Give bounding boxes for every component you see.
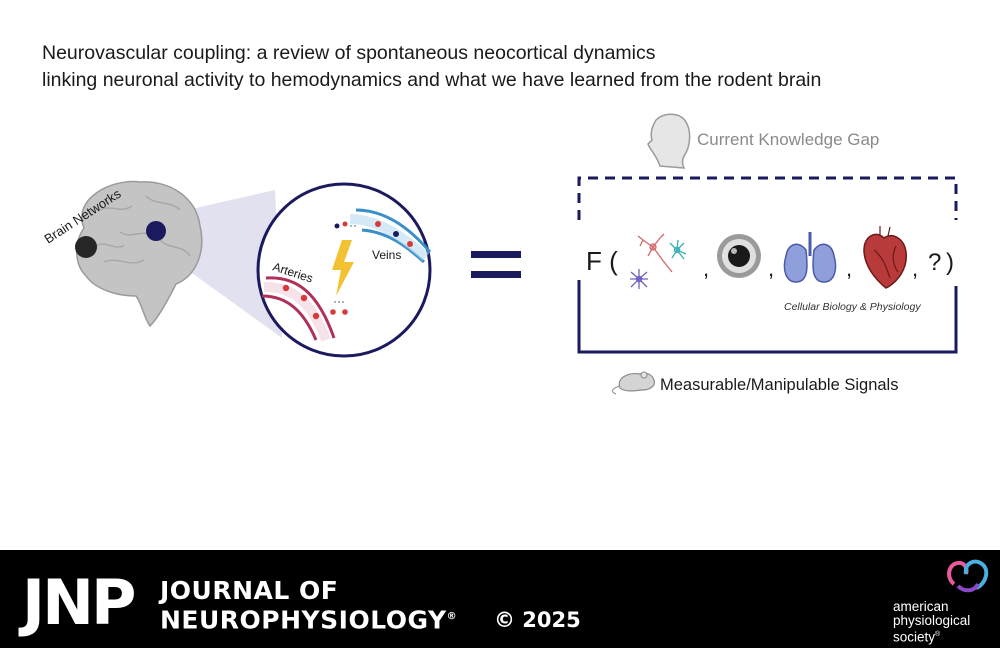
lightning-icon bbox=[332, 240, 354, 296]
knowledge-gap-panel: Current Knowledge Gap F ( , bbox=[577, 113, 958, 395]
equals-sign bbox=[471, 251, 521, 278]
journal-name: JOURNAL OF NEUROPHYSIOLOGY® bbox=[160, 578, 457, 633]
publisher-line-3: society® bbox=[893, 629, 941, 645]
journal-name-line-2: NEUROPHYSIOLOGY® bbox=[160, 605, 458, 635]
head-profile-icon bbox=[647, 113, 691, 169]
signal-molecules bbox=[330, 221, 358, 315]
page-title: Neurovascular coupling: a review of spon… bbox=[42, 40, 821, 94]
solid-bracket bbox=[577, 280, 958, 354]
veins-label: Veins bbox=[372, 248, 401, 262]
graphical-abstract-diagram: Brain Networks Veins Arteries bbox=[41, 113, 958, 395]
neuron-icon bbox=[630, 233, 687, 289]
vein-vessel bbox=[349, 208, 432, 264]
heart-icon bbox=[863, 226, 907, 289]
publisher-line-2: physiological bbox=[893, 613, 971, 628]
separator-4: , bbox=[912, 256, 918, 281]
lungs-icon bbox=[783, 232, 837, 283]
function-suffix: ) bbox=[946, 249, 954, 276]
artery-vessel bbox=[261, 276, 336, 342]
unknown-term: ? bbox=[928, 249, 941, 276]
mouse-icon bbox=[612, 371, 655, 395]
signals-label: Measurable/Manipulable Signals bbox=[660, 376, 898, 394]
brain-network-node-right bbox=[146, 221, 166, 241]
title-line-2: linking neuronal activity to hemodynamic… bbox=[42, 69, 822, 91]
publisher-name: american physiological society® bbox=[893, 600, 970, 645]
function-prefix: F ( bbox=[586, 246, 618, 276]
cellular-biology-label: Cellular Biology & Physiology bbox=[784, 301, 921, 313]
eye-icon bbox=[717, 234, 761, 278]
copyright-notice: © 2025 bbox=[494, 608, 581, 632]
dashed-bracket bbox=[577, 176, 958, 220]
aps-logo-icon bbox=[947, 559, 989, 593]
brain-icon bbox=[75, 180, 203, 328]
brain-network-node-left bbox=[75, 236, 97, 258]
journal-footer: JNP JOURNAL OF NEUROPHYSIOLOGY® © 2025 a… bbox=[0, 550, 1000, 648]
separator-3: , bbox=[846, 256, 852, 281]
brain-networks-panel: Brain Networks Veins Arteries bbox=[41, 180, 432, 358]
journal-name-line-1: JOURNAL OF bbox=[160, 576, 339, 605]
knowledge-gap-label: Current Knowledge Gap bbox=[697, 130, 879, 149]
separator-1: , bbox=[703, 256, 709, 281]
jnp-logo: JNP bbox=[22, 566, 136, 639]
separator-2: , bbox=[768, 256, 774, 281]
title-line-1: Neurovascular coupling: a review of spon… bbox=[42, 42, 656, 64]
publisher-line-1: american bbox=[893, 599, 949, 614]
